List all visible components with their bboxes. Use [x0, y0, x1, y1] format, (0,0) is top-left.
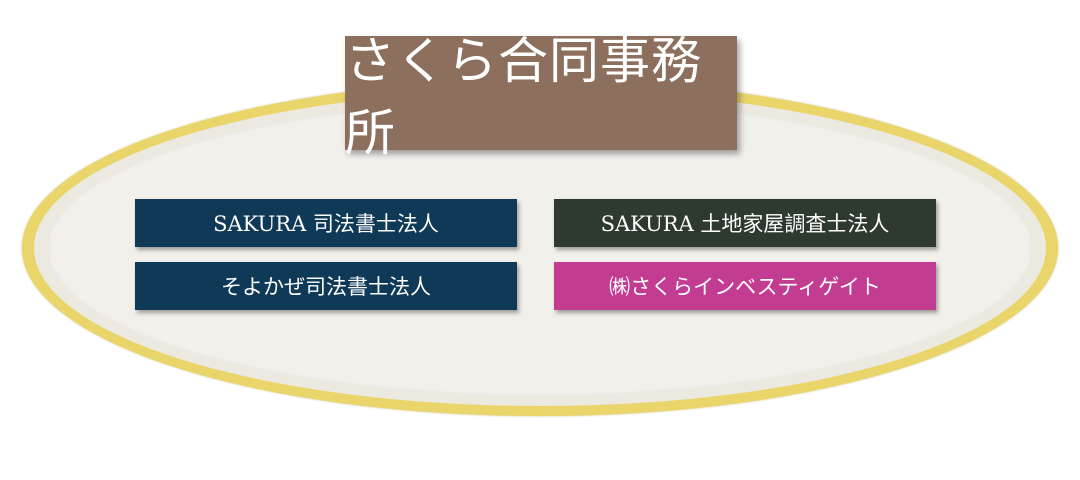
title-banner: さくら合同事務所 [345, 32, 737, 162]
entity-label: SAKURA 司法書士法人 [213, 212, 439, 236]
title-text: さくら合同事務所 [345, 32, 702, 162]
entity-box-sakura-land-surveyor: SAKURA 土地家屋調査士法人 [554, 199, 936, 247]
entity-box-sakura-judicial-scrivener: SAKURA 司法書士法人 [135, 199, 517, 247]
entity-box-sakura-investigate: ㈱さくらインベスティゲイト [554, 262, 936, 310]
entity-box-soyokaze-judicial-scrivener: そよかぜ司法書士法人 [135, 262, 517, 310]
entity-label: ㈱さくらインベスティゲイト [609, 275, 881, 299]
entity-label: そよかぜ司法書士法人 [221, 275, 431, 299]
entity-label: SAKURA 土地家屋調査士法人 [600, 212, 890, 236]
